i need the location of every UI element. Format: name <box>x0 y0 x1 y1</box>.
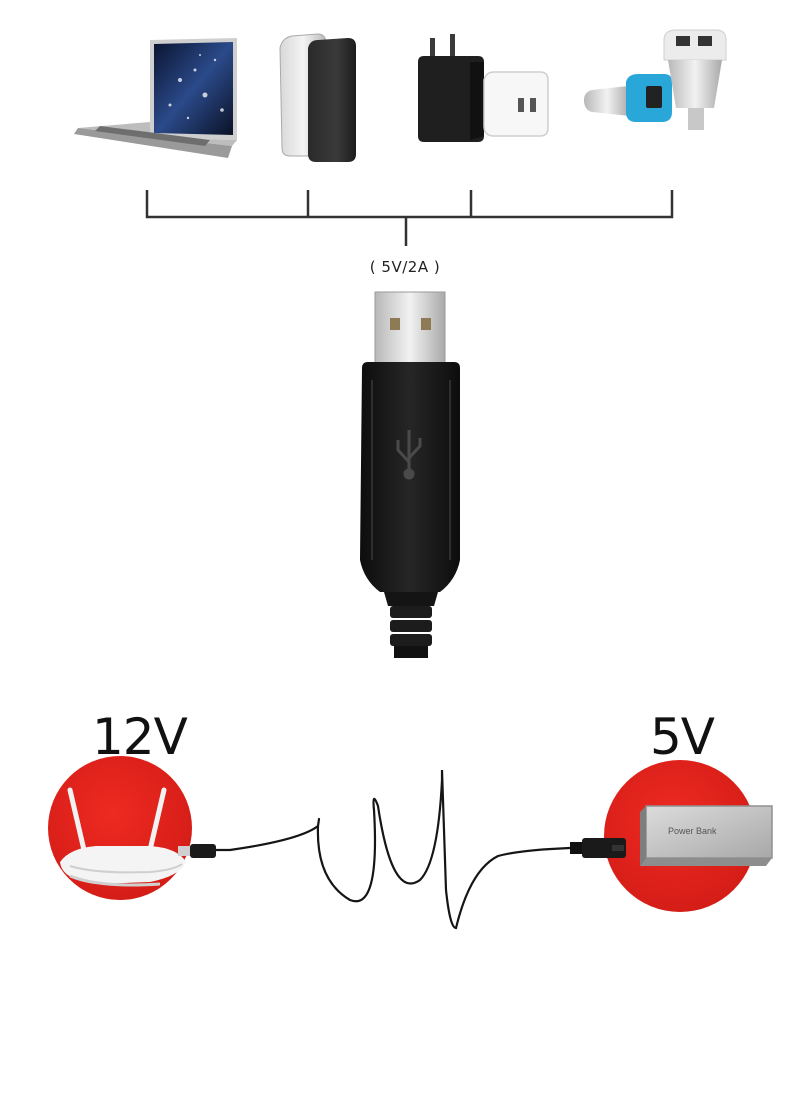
router-icon <box>60 787 186 887</box>
output-voltage-label: 5V <box>650 708 715 766</box>
dc-plug-icon <box>178 844 216 858</box>
source-bracket <box>145 190 674 246</box>
car-charger-icon <box>584 29 727 130</box>
dc-cable <box>210 769 572 930</box>
input-voltage-label: 12V <box>92 708 188 766</box>
usb-plug-small-icon <box>570 838 626 858</box>
laptop-icon <box>74 38 237 158</box>
wall-charger-icon <box>418 34 549 142</box>
power-bank-icon <box>279 33 356 162</box>
usb-symbol-icon <box>396 430 422 480</box>
power-bank-large-icon <box>640 805 773 866</box>
usb-a-plug-icon <box>360 291 460 658</box>
power-bank-label: Power Bank <box>668 826 717 836</box>
spec-label: ( 5V/2A ) <box>369 258 441 276</box>
